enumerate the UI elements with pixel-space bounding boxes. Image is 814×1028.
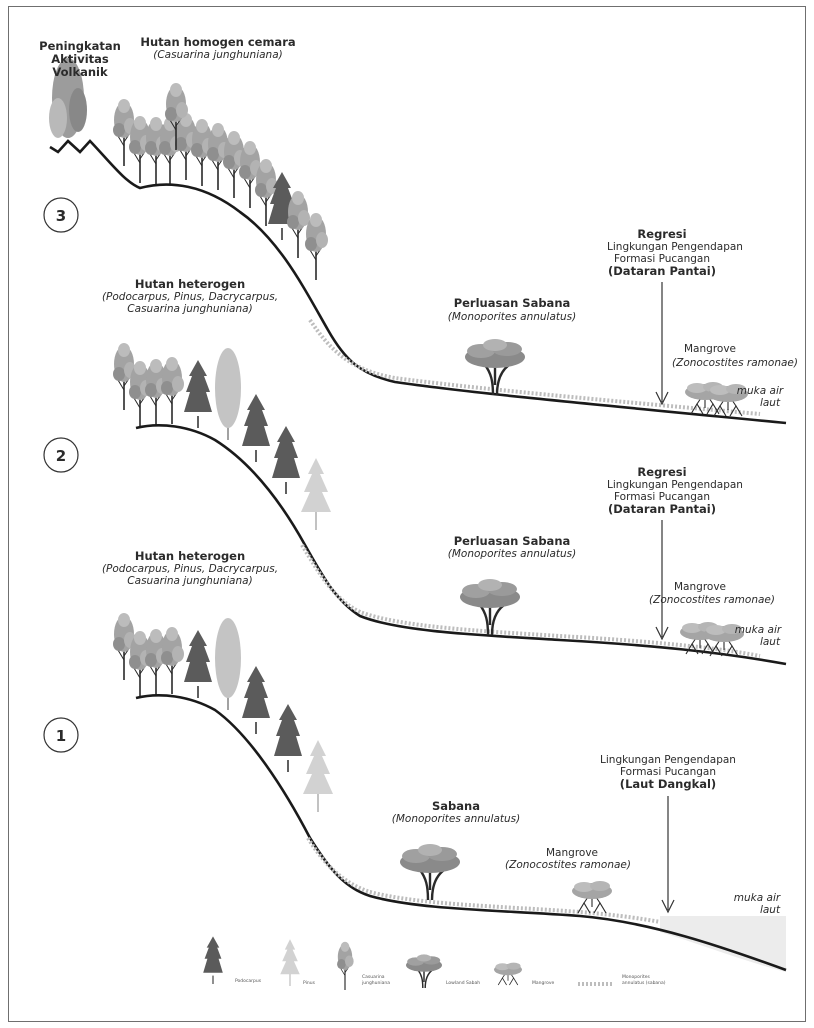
legend-label-savanna: Lowland Sabah (446, 980, 480, 986)
legend-label-casuarina-1: Casuarina (362, 974, 385, 980)
sea-level-label-2b: laut (760, 636, 781, 648)
panel-number-1: 1 (56, 727, 66, 745)
sea-level-label-1b: laut (760, 904, 781, 916)
legend-label-casuarina-2: junghuniana (361, 980, 390, 986)
panel-number-3: 3 (56, 207, 66, 225)
legend-casuarina: Casuarina junghuniana (337, 942, 390, 990)
savanna-title-2: Perluasan Sabana (454, 534, 571, 548)
environment-bold-1: (Laut Dangkal) (620, 777, 716, 791)
savanna-species-1: (Monoporites annulatus) (392, 813, 520, 825)
mangrove-tree-1 (572, 881, 612, 913)
legend-label-grass-2: annulatus (sabana) (622, 980, 666, 986)
forest-title-1: Hutan heterogen (135, 549, 245, 563)
sea-level-label-3b: laut (760, 397, 781, 409)
mangrove-species-3: (Zonocostites ramonae) (672, 357, 798, 369)
savanna-title-3: Perluasan Sabana (454, 296, 571, 310)
forest-species-2a: (Podocarpus, Pinus, Dacrycarpus, (102, 291, 278, 303)
mangrove-title-2: Mangrove (674, 581, 726, 593)
legend: Podocarpus Pinus Casuarina junghuniana L… (203, 936, 666, 990)
environment-bold-2: (Dataran Pantai) (608, 502, 716, 516)
volcanic-label-2: Aktivitas (51, 52, 109, 66)
heterogeneous-forest-2 (113, 343, 331, 530)
environment-line1-1: Lingkungan Pengendapan (600, 754, 736, 766)
forest-species-1b: Casuarina junghuniana) (127, 575, 252, 587)
savanna-species-2: (Monoporites annulatus) (448, 548, 576, 560)
savanna-species-3: (Monoporites annulatus) (448, 311, 576, 323)
legend-podocarpus: Podocarpus (203, 936, 262, 984)
forest-species-3: (Casuarina junghuniana) (153, 49, 282, 61)
environment-bold-3: (Dataran Pantai) (608, 264, 716, 278)
savanna-title-1: Sabana (432, 799, 480, 813)
environment-line1-3: Lingkungan Pengendapan (607, 241, 743, 253)
forest-title-3: Hutan homogen cemara (140, 35, 295, 49)
sea-level-label-1a: muka air (734, 892, 781, 904)
legend-mangrove: Mangrove (494, 963, 555, 986)
legend-label-grass-1: Monoporites (622, 974, 650, 980)
legend-label-podocarpus: Podocarpus (235, 978, 262, 984)
panel-number-2: 2 (56, 447, 66, 465)
mangrove-species-1: (Zonocostites ramonae) (505, 859, 631, 871)
legend-label-pinus: Pinus (303, 980, 316, 986)
mangrove-species-2: (Zonocostites ramonae) (649, 594, 775, 606)
legend-grass: Monoporites annulatus (sabana) (578, 974, 666, 986)
mangrove-title-1: Mangrove (546, 847, 598, 859)
casuarina-forest-3 (113, 83, 328, 280)
panel-2: 2 Hutan heterogen (Podocarpus, Pinus, Da… (44, 277, 786, 664)
environment-line1-2: Lingkungan Pengendapan (607, 479, 743, 491)
legend-savanna-tree: Lowland Sabah (406, 954, 480, 988)
legend-label-mangrove: Mangrove (532, 980, 555, 986)
sea-level-label-2a: muka air (735, 624, 782, 636)
legend-pinus: Pinus (280, 939, 315, 986)
panel-1: 1 Hutan heterogen (Podocarpus, Pinus, Da… (44, 549, 786, 972)
savanna-tree-2 (460, 579, 520, 635)
forest-species-1a: (Podocarpus, Pinus, Dacrycarpus, (102, 563, 278, 575)
sea-level-label-3a: muka air (737, 385, 784, 397)
regression-title-2: Regresi (637, 465, 686, 479)
savanna-tree-3 (465, 339, 525, 395)
volcanic-label-3: Volkanik (52, 65, 108, 79)
volcanic-label-1: Peningkatan (39, 39, 121, 53)
mangrove-title-3: Mangrove (684, 343, 736, 355)
forest-species-2b: Casuarina junghuniana) (127, 303, 252, 315)
heterogeneous-forest-1 (113, 613, 333, 812)
regression-title-3: Regresi (637, 227, 686, 241)
savanna-tree-1 (400, 844, 460, 900)
forest-title-2: Hutan heterogen (135, 277, 245, 291)
